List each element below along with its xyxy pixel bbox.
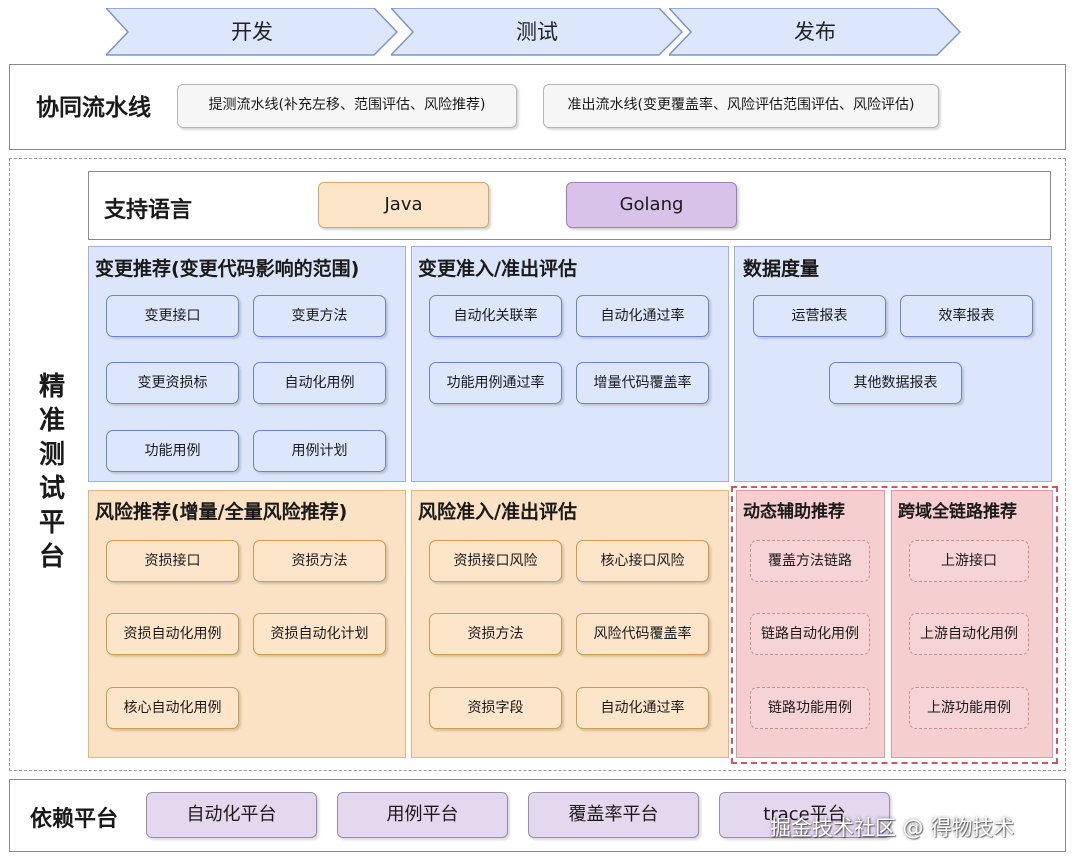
chip: 自动化通过率	[576, 295, 709, 337]
chip: 覆盖方法链路	[750, 540, 870, 582]
phase-arrow-test: 测试	[391, 8, 683, 56]
release-pipeline: 准出流水线(变更覆盖率、风险评估范围评估、风险评估)	[543, 84, 939, 128]
risk-gate-panel: 风险准入/准出评估 资损接口风险 核心接口风险 资损方法 风险代码覆盖率 资损字…	[411, 490, 729, 758]
panel-title: 跨域全链路推荐	[898, 502, 1017, 522]
dynamic-recommend-group	[731, 486, 1058, 764]
pipeline-title: 协同流水线	[36, 95, 151, 121]
chip: 增量代码覆盖率	[576, 362, 709, 404]
chip: 用例计划	[253, 430, 386, 472]
dependency-title: 依赖平台	[30, 807, 119, 832]
chip: 其他数据报表	[829, 362, 962, 404]
chip: 上游接口	[909, 540, 1029, 582]
chip: 资损自动化计划	[253, 613, 386, 655]
test-submission-pipeline: 提测流水线(补充左移、范围评估、风险推荐)	[177, 84, 517, 128]
chip: 运营报表	[753, 295, 886, 337]
dependency-item: trace平台	[719, 792, 890, 838]
chip: 上游自动化用例	[909, 613, 1029, 655]
chip: 自动化关联率	[429, 295, 562, 337]
phase-label: 开发	[231, 20, 273, 44]
platform-title: 精 准 测 试 平 台	[38, 372, 65, 572]
chip: 变更资损标	[106, 362, 239, 404]
chip: 效率报表	[900, 295, 1033, 337]
phase-label: 测试	[516, 20, 558, 44]
cross-domain-panel: 跨域全链路推荐 上游接口 上游自动化用例 上游功能用例	[891, 490, 1053, 758]
chip: 自动化通过率	[576, 687, 709, 729]
dependency-item: 覆盖率平台	[528, 792, 699, 838]
change-gate-panel: 变更准入/准出评估 自动化关联率 自动化通过率 功能用例通过率 增量代码覆盖率	[411, 246, 729, 482]
language-title: 支持语言	[104, 198, 193, 223]
phase-arrow-dev: 开发	[106, 8, 398, 56]
panel-title: 数据度量	[743, 258, 820, 280]
chip: 上游功能用例	[909, 687, 1029, 729]
chip: 核心接口风险	[576, 540, 709, 582]
metrics-panel: 数据度量 运营报表 效率报表 其他数据报表	[734, 246, 1052, 482]
chip: 资损字段	[429, 687, 562, 729]
panel-title: 动态辅助推荐	[743, 502, 845, 522]
language-golang: Golang	[566, 182, 737, 228]
panel-title: 风险推荐(增量/全量风险推荐)	[95, 501, 348, 523]
panel-title: 变更准入/准出评估	[418, 258, 577, 280]
chip: 资损方法	[429, 613, 562, 655]
chip: 资损接口风险	[429, 540, 562, 582]
panel-title: 变更推荐(变更代码影响的范围)	[95, 258, 360, 280]
chip: 核心自动化用例	[106, 687, 239, 729]
phase-arrow-release: 发布	[669, 8, 961, 56]
chip: 变更方法	[253, 295, 386, 337]
chip: 变更接口	[106, 295, 239, 337]
chip: 资损自动化用例	[106, 613, 239, 655]
risk-recommend-panel: 风险推荐(增量/全量风险推荐) 资损接口 资损方法 资损自动化用例 资损自动化计…	[88, 490, 406, 758]
dependency-item: 用例平台	[337, 792, 508, 838]
chip: 功能用例	[106, 430, 239, 472]
change-recommend-panel: 变更推荐(变更代码影响的范围) 变更接口 变更方法 变更资损标 自动化用例 功能…	[88, 246, 406, 482]
dependency-item: 自动化平台	[146, 792, 317, 838]
chip: 链路功能用例	[750, 687, 870, 729]
chip: 功能用例通过率	[429, 362, 562, 404]
language-java: Java	[318, 182, 489, 228]
panel-title: 风险准入/准出评估	[418, 501, 577, 523]
chip: 链路自动化用例	[750, 613, 870, 655]
chip: 自动化用例	[253, 362, 386, 404]
chip: 风险代码覆盖率	[576, 613, 709, 655]
phase-label: 发布	[794, 20, 836, 44]
watermark: 掘金技术社区 @ 得物技术	[770, 816, 1015, 840]
precision-testing-platform	[9, 158, 1066, 771]
chip: 资损接口	[106, 540, 239, 582]
dynamic-assist-panel: 动态辅助推荐 覆盖方法链路 链路自动化用例 链路功能用例	[736, 490, 885, 758]
chip: 资损方法	[253, 540, 386, 582]
